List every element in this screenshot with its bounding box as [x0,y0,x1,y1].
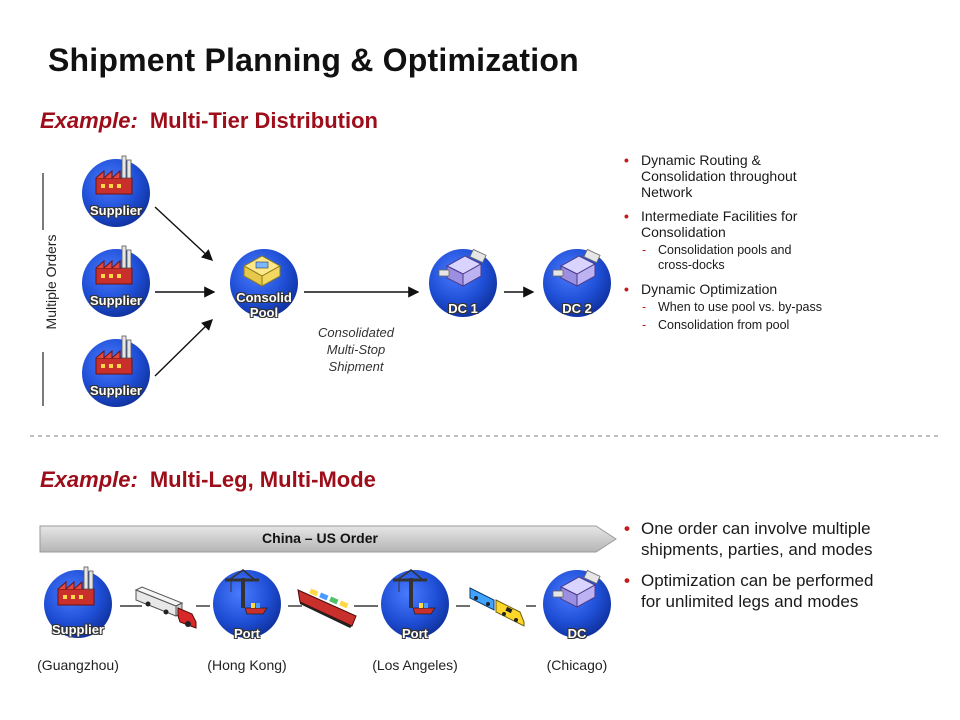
sub-bullet-item: - When to use pool vs. by-pass [620,300,920,315]
port-label-hong-kong: Port [234,626,260,641]
bullet-dot: • [624,571,630,590]
pool-label-line1: Consolid [236,290,292,305]
example-2-name: Multi-Leg, Multi-Mode [149,467,376,492]
bullet-item: • Intermediate Facilities for Consolidat… [620,208,841,240]
example-1-heading: Example: Multi-Tier Distribution [40,108,378,134]
shipment-note: Consolidated Multi-Stop Shipment [296,324,416,375]
page-title: Shipment Planning & Optimization [48,42,579,78]
bullet-text: Dynamic Optimization [641,281,778,297]
example-1-lead: Example: [40,108,138,133]
example-1-bullets: • Dynamic Routing & Consolidation throug… [620,146,920,333]
bullet-text: Dynamic Routing & Consolidation througho… [641,152,797,200]
bullet-item: • Dynamic Optimization [620,281,920,297]
multiple-orders-label: Multiple Orders [43,234,59,330]
arrow-supplier1-pool [154,206,214,261]
pool-label: Consolid Pool [224,290,304,320]
warehouse-icon [242,255,282,287]
bullet-text: Intermediate Facilities for Consolidatio… [641,208,798,240]
port-node-los-angeles [381,570,449,638]
ship-icon [297,588,357,628]
arrow-supplier3-pool [154,319,213,377]
dc2-label: DC 2 [562,301,592,316]
bullet-item: • Dynamic Routing & Consolidation throug… [620,152,841,200]
bullet-dot: • [624,152,629,168]
supplier-label-guangzhou: Supplier [51,622,104,637]
sub-bullet-text: Consolidation pools and cross-docks [658,243,792,272]
supplier-label-3: Supplier [89,383,142,398]
order-banner-label: China – US Order [262,530,378,546]
bullet-dot: • [624,281,629,297]
location-chicago: (Chicago) [546,657,608,673]
location-hong-kong: (Hong Kong) [207,657,287,673]
sub-bullet-dash: - [642,300,647,314]
truck-icon [134,586,197,629]
sub-bullet-dash: - [642,318,647,332]
example-2-bullets: • One order can involve multiple shipmen… [620,508,890,612]
supplier-label-1: Supplier [89,203,142,218]
shipment-note-line1: Consolidated [318,325,394,340]
bullet-dot: • [624,519,630,538]
example-1-name: Multi-Tier Distribution [149,108,378,133]
sub-bullet-item: - Consolidation pools and cross-docks [620,243,818,273]
bullet-text: One order can involve multiple shipments… [641,519,873,559]
sub-bullet-text: Consolidation from pool [658,318,790,332]
port-label-los-angeles: Port [402,626,428,641]
example-2-heading: Example: Multi-Leg, Multi-Mode [40,467,376,493]
example-2-lead: Example: [40,467,138,492]
bullet-item: • Optimization can be performed for unli… [620,570,890,612]
supplier-label-2: Supplier [89,293,142,308]
sub-bullet-text: When to use pool vs. by-pass [658,300,822,314]
dc1-label: DC 1 [448,301,478,316]
train-icon [469,587,525,627]
bullet-item: • One order can involve multiple shipmen… [620,518,890,560]
location-los-angeles: (Los Angeles) [372,657,458,673]
dc-label-chicago: DC [567,626,587,641]
sub-bullet-item: - Consolidation from pool [620,318,920,333]
shipment-note-line2: Multi-Stop [326,342,386,357]
port-node-hong-kong [213,570,281,638]
sub-bullet-dash: - [642,243,647,257]
bullet-dot: • [624,208,629,224]
location-guangzhou: (Guangzhou) [37,657,119,673]
pool-label-line2: Pool [249,305,279,320]
shipment-note-line3: Shipment [328,359,384,374]
bullet-text: Optimization can be performed for unlimi… [641,571,874,611]
order-banner-arrow [39,525,617,553]
